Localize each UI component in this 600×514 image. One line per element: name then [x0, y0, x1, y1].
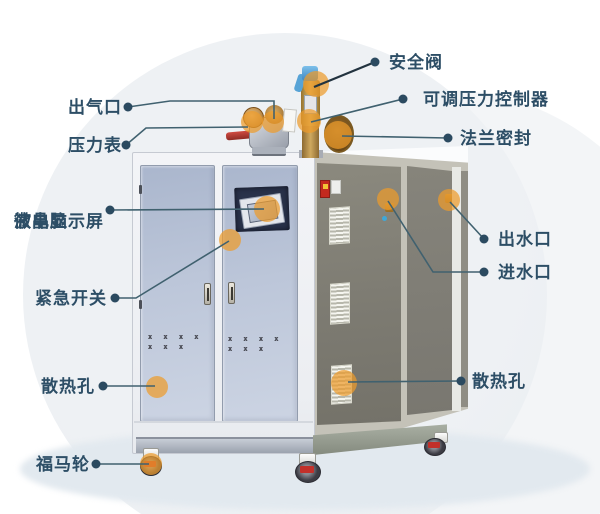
- dot-water-inlet: [479, 267, 489, 277]
- spec-sticker: [331, 180, 341, 194]
- dot-emergency-switch: [110, 293, 120, 303]
- handle-slot: [207, 288, 209, 301]
- base-seam: [134, 421, 313, 423]
- leader-flange-seal: [341, 135, 449, 139]
- highlight-flange-seal: [324, 121, 352, 149]
- leader-gas-outlet: [127, 100, 275, 119]
- left-door-handle: [204, 283, 211, 305]
- outlet-valve-base: [252, 147, 286, 156]
- highlight-lcd-display: [254, 196, 280, 222]
- label-caster-wheel: 福马轮: [36, 455, 90, 474]
- base-skid-front: [136, 437, 313, 453]
- leader-pressure-gauge: [125, 126, 249, 146]
- handle-slot: [231, 287, 233, 300]
- dot-lcd-display: [105, 205, 115, 215]
- back-pillar: [452, 167, 461, 411]
- back-edge: [461, 171, 468, 407]
- leader-emergency-switch: [115, 240, 230, 299]
- caster-brand-sticker: [300, 466, 314, 473]
- leader-vent-right: [347, 380, 462, 383]
- caster-brand-sticker: [428, 442, 440, 448]
- highlight-emergency-switch: [219, 229, 241, 251]
- highlight-caster: [140, 453, 162, 475]
- dot-caster: [91, 459, 101, 469]
- right-door-handle: [228, 282, 235, 304]
- leader-safety-valve: [313, 60, 376, 89]
- door-hinge: [139, 185, 142, 194]
- highlight-pressure-controller: [297, 109, 321, 133]
- highlight-pressure-gauge: [241, 111, 263, 133]
- highlight-water-outlet: [438, 189, 460, 211]
- dot-vent-left: [98, 381, 108, 391]
- label-gas-outlet: 出气口: [68, 98, 122, 117]
- highlight-gas-outlet: [262, 111, 284, 133]
- dot-pressure-gauge: [121, 140, 131, 150]
- label-microcomputer-line2: 液晶显示屏: [14, 212, 104, 231]
- dot-vent-right: [456, 376, 466, 386]
- label-microcomputer-line1: 微电脑: [14, 212, 68, 231]
- leader-water-inlet: [387, 200, 484, 273]
- label-pressure-gauge: 压力表: [68, 136, 122, 155]
- label-pressure-controller: 可调压力控制器: [423, 90, 549, 109]
- label-safety-valve: 安全阀: [389, 53, 443, 72]
- label-water-outlet: 出水口: [498, 230, 552, 249]
- highlight-vent-left: [146, 376, 168, 398]
- leader-water-outlet: [449, 201, 485, 240]
- label-vent-holes-left: 散热孔: [41, 377, 95, 396]
- door-hinge: [139, 300, 142, 309]
- label-water-inlet: 进水口: [498, 263, 552, 282]
- indicator-dot: [382, 216, 387, 221]
- dot-pressure-controller: [398, 94, 408, 104]
- label-flange-seal: 法兰密封: [460, 129, 532, 148]
- dot-flange-seal: [443, 133, 453, 143]
- warning-sticker: [320, 180, 330, 198]
- leader-pressure-controller: [310, 98, 404, 123]
- highlight-water-inlet: [377, 188, 399, 210]
- highlight-vent-right: [331, 370, 357, 396]
- highlight-safety-valve: [303, 71, 329, 97]
- label-emergency-switch: 紧急开关: [35, 289, 107, 308]
- leader-lcd-display: [109, 208, 265, 211]
- dot-safety-valve: [370, 57, 380, 67]
- dot-gas-outlet: [123, 102, 133, 112]
- dot-water-outlet: [479, 234, 489, 244]
- label-vent-holes-right: 散热孔: [472, 372, 526, 391]
